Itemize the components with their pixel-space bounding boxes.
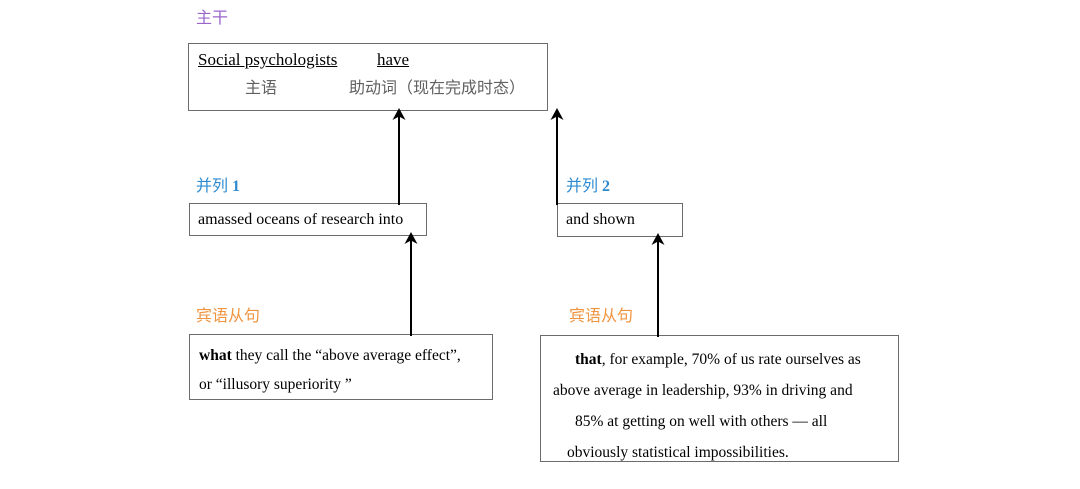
object-clause-2-text: that, for example, 70% of us rate oursel… [553, 344, 886, 468]
object-clause-2-keyword: that [575, 351, 602, 368]
object-clause-1-text: what they call the “above average effect… [199, 341, 483, 399]
main-auxiliary-gloss: 助动词（现在完成时态） [349, 80, 526, 97]
label-parallel-1: 并列 1 [196, 178, 241, 195]
parallel-2-text: and shown [566, 211, 635, 228]
parallel-1-box: amassed oceans of research into [189, 203, 427, 236]
parallel-1-text: amassed oceans of research into [198, 210, 404, 228]
parallel-2-box: and shown [557, 203, 683, 237]
main-subject-text: Social psychologists [198, 50, 338, 69]
object-clause-1-line-1-rest: they call the “above average effect”, [231, 347, 461, 364]
label-parallel-2: 并列 2 [566, 178, 611, 195]
object-clause-2-box: that, for example, 70% of us rate oursel… [540, 335, 899, 462]
main-clause-gloss-row: 主语 助动词（现在完成时态） [189, 75, 547, 103]
arrow-objectclause2-to-parallel2 [649, 232, 667, 337]
object-clause-1-line-2: or “illusory superiority ” [199, 376, 352, 393]
label-object-clause-2: 宾语从句 [569, 308, 634, 325]
main-clause-box: Social psychologists have 主语 助动词（现在完成时态） [188, 43, 548, 111]
object-clause-2-line-1-rest: , for example, 70% of us rate ourselves … [601, 351, 861, 368]
object-clause-1-keyword: what [199, 347, 232, 364]
label-object-clause-1: 宾语从句 [196, 308, 261, 325]
arrow-parallel1-to-main [390, 107, 408, 205]
object-clause-2-line-3: 85% at getting on well with others — all [575, 413, 828, 430]
main-subject-gloss: 主语 [245, 80, 278, 97]
main-clause-english-row: Social psychologists have [189, 47, 547, 73]
object-clause-2-line-4: obviously statistical impossibilities. [567, 444, 789, 461]
arrow-objectclause1-to-parallel1 [402, 231, 420, 336]
object-clause-1-line-1: what they call the “above average effect… [199, 341, 483, 370]
label-main-clause: 主干 [196, 10, 229, 27]
main-auxiliary-text: have [377, 50, 410, 69]
object-clause-2-line-1: that, for example, 70% of us rate oursel… [553, 344, 886, 375]
arrow-parallel2-to-main [548, 107, 566, 205]
object-clause-1-box: what they call the “above average effect… [189, 334, 493, 400]
object-clause-2-line-2: above average in leadership, 93% in driv… [553, 382, 853, 399]
